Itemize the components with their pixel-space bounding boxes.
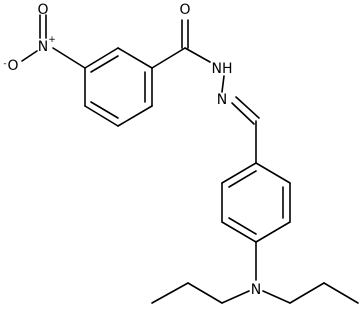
amine-nitrogen-label: N [251,282,261,298]
nitrophenyl-ring [84,47,153,127]
nitro-oxygen-single-label: O [7,58,18,74]
nitro-oxygen-double-label: O [37,2,48,18]
ring2-bond-d-inner [228,217,257,235]
ring1-bond-d [84,105,119,127]
ring2-bond-d [221,221,257,243]
nitro-oxygen-single-charge: - [3,59,6,69]
left-propyl-bond-3 [151,282,189,304]
ring2-bond-a [255,162,291,184]
dipropylamino-group [151,241,359,304]
nitro-nitrogen-charge: + [48,35,56,45]
ring2-bond-f [221,162,257,184]
ring-to-carbonyl-bond [151,47,186,69]
imine-double-bond-2 [235,96,260,119]
ring2-bond-c [255,221,291,243]
left-propyl-bond-2 [187,282,223,304]
aminophenyl-ring [221,162,291,243]
nitro-nitrogen-label: N [38,39,48,55]
imine-nitrogen-label: N [217,92,227,108]
right-propyl-bond-1 [262,290,291,304]
right-propyl-bond-2 [289,282,325,304]
carbonyl-to-nh-bond [184,47,211,63]
right-propyl-bond-3 [323,282,359,304]
carbonyl-oxygen-label: O [179,2,190,18]
nitro-n-o-single-bond [21,50,38,62]
nh-to-n-bond [221,75,225,93]
imine-double-bond-1 [231,102,255,125]
hydrazide-nh-label: NH [212,61,233,77]
ring1-bond-d-inner [90,101,119,119]
hydrazide-linker [151,19,260,164]
left-propyl-bond-1 [221,290,250,304]
nitro-group [21,14,86,69]
ring1-bond-c [117,105,153,127]
ring1-bond-f-inner [90,55,119,73]
ring1-bond-f [84,47,119,69]
ring-to-nitro-bond [52,47,86,69]
ring2-bond-f-inner [228,170,257,188]
ring1-bond-a [117,47,153,69]
